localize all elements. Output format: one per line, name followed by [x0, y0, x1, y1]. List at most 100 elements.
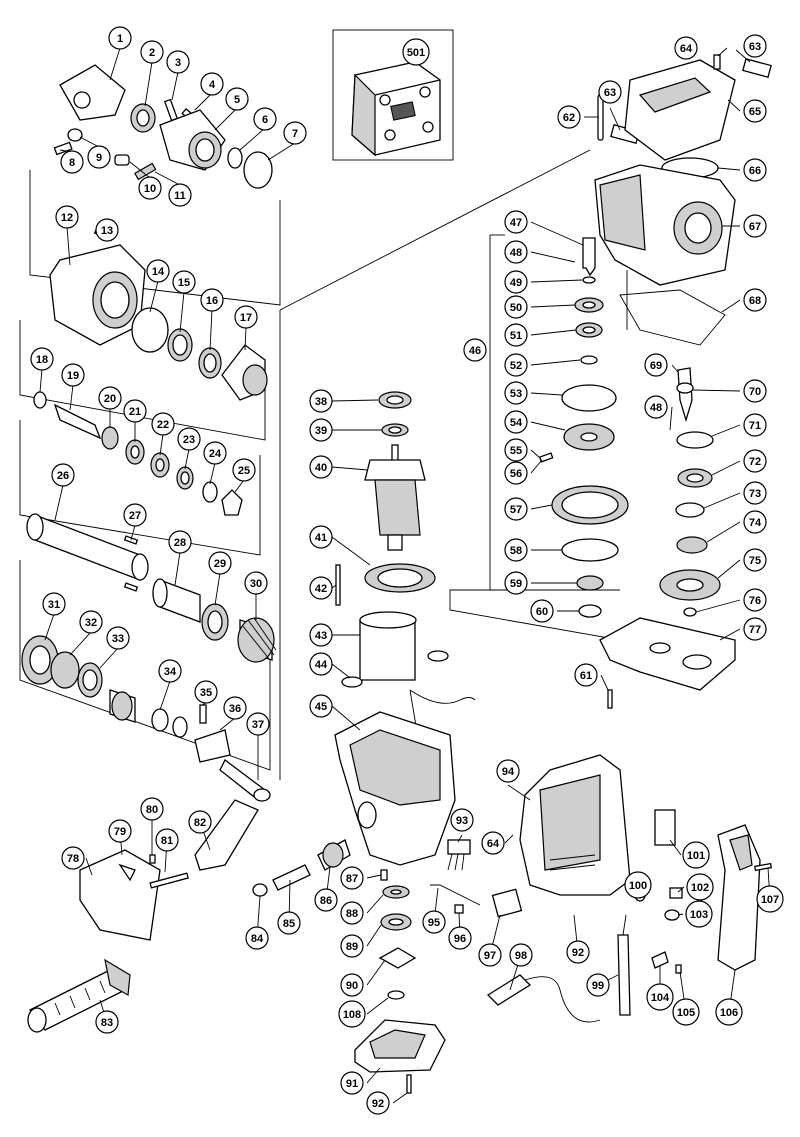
callout-c66: 66	[743, 158, 767, 182]
callout-number: 61	[580, 670, 592, 682]
callout-circle	[646, 983, 674, 1011]
callout-c105: 105	[672, 998, 700, 1026]
callout-c57: 57	[504, 497, 528, 521]
callout-c73: 73	[743, 481, 767, 505]
callout-number: 92	[572, 947, 584, 959]
callout-circle	[123, 399, 147, 423]
callout-c75: 75	[743, 548, 767, 572]
callout-circle	[246, 712, 270, 736]
callout-circle	[95, 218, 119, 242]
callout-c14: 14	[146, 259, 170, 283]
callout-c52: 52	[504, 353, 528, 377]
callout-number: 43	[315, 630, 327, 642]
callout-c2: 2	[140, 40, 164, 64]
callout-number: 6	[262, 114, 268, 126]
motor-group	[334, 391, 476, 866]
callout-number: 42	[315, 583, 327, 595]
callout-circle	[200, 288, 224, 312]
callout-c45: 45	[309, 694, 333, 718]
callout-circle	[504, 295, 528, 319]
callout-c82: 82	[188, 810, 212, 834]
callout-c59: 59	[504, 571, 528, 595]
callout-number: 69	[650, 360, 662, 372]
callout-circle	[574, 663, 598, 687]
callout-number: 90	[346, 980, 358, 992]
callout-number: 21	[129, 406, 141, 418]
callout-c25: 25	[232, 458, 256, 482]
callout-c16: 16	[200, 288, 224, 312]
callout-c101: 101	[682, 841, 710, 869]
callout-number: 97	[484, 950, 496, 962]
callout-circle	[203, 441, 227, 465]
callout-number: 26	[57, 470, 69, 482]
callout-circle	[30, 347, 54, 371]
callout-c67: 67	[743, 214, 767, 238]
callout-c42: 42	[309, 576, 333, 600]
callout-number: 64	[680, 43, 693, 55]
callout-c78: 78	[61, 846, 85, 870]
callout-c26: 26	[51, 463, 75, 487]
callout-circle	[624, 871, 652, 899]
callout-c90: 90	[340, 973, 364, 997]
callout-circle	[743, 413, 767, 437]
callout-circle	[283, 121, 307, 145]
callout-c62: 62	[557, 105, 581, 129]
callout-number: 32	[85, 617, 97, 629]
callout-c54: 54	[504, 410, 528, 434]
callout-circle	[245, 926, 269, 950]
callout-c30: 30	[244, 571, 268, 595]
callout-circle	[140, 797, 164, 821]
callout-c8: 8	[60, 150, 84, 174]
callout-number: 34	[164, 666, 177, 678]
callout-circle	[504, 438, 528, 462]
callout-number: 18	[36, 354, 48, 366]
callout-c3: 3	[166, 50, 190, 74]
callout-c92b: 92	[566, 940, 590, 964]
callout-c12: 12	[55, 205, 79, 229]
callout-number: 83	[101, 1017, 113, 1029]
callout-c36: 36	[223, 696, 247, 720]
callout-number: 22	[157, 419, 169, 431]
callout-c102: 102	[686, 873, 714, 901]
callout-number: 94	[502, 766, 515, 778]
callout-circle	[743, 510, 767, 534]
callout-circle	[509, 943, 533, 967]
callout-number: 10	[144, 183, 156, 195]
callout-c65: 65	[743, 99, 767, 123]
callout-circle	[177, 427, 201, 451]
callout-c88: 88	[340, 901, 364, 925]
callout-c40: 40	[309, 455, 333, 479]
callout-number: 23	[183, 434, 195, 446]
callout-number: 101	[687, 850, 705, 862]
callout-circle	[422, 910, 446, 934]
callout-circle	[743, 34, 767, 58]
callout-c58: 58	[504, 538, 528, 562]
callout-circle	[106, 626, 130, 650]
callout-number: 103	[690, 909, 708, 921]
callout-circle	[309, 623, 333, 647]
callout-number: 106	[720, 1007, 738, 1019]
crank-housing-group	[594, 54, 772, 709]
callout-number: 7	[292, 128, 298, 140]
callout-circle	[366, 1091, 390, 1115]
callout-number: 9	[96, 152, 102, 164]
callout-circle	[309, 694, 333, 718]
callout-circle	[309, 455, 333, 479]
callout-circle	[208, 551, 232, 575]
callout-c24: 24	[203, 441, 227, 465]
callout-number: 13	[101, 225, 113, 237]
callout-circle	[743, 548, 767, 572]
callout-number: 36	[229, 703, 241, 715]
callout-c5: 5	[225, 87, 249, 111]
callout-number: 44	[315, 659, 328, 671]
callout-c7: 7	[283, 121, 307, 145]
callout-c15: 15	[172, 270, 196, 294]
callout-number: 96	[454, 933, 466, 945]
callout-number: 54	[510, 417, 523, 429]
callout-circle	[504, 323, 528, 347]
callout-circle	[743, 288, 767, 312]
callout-number: 62	[563, 112, 575, 124]
callout-circle	[743, 481, 767, 505]
callout-c69: 69	[644, 353, 668, 377]
callout-number: 38	[315, 396, 327, 408]
